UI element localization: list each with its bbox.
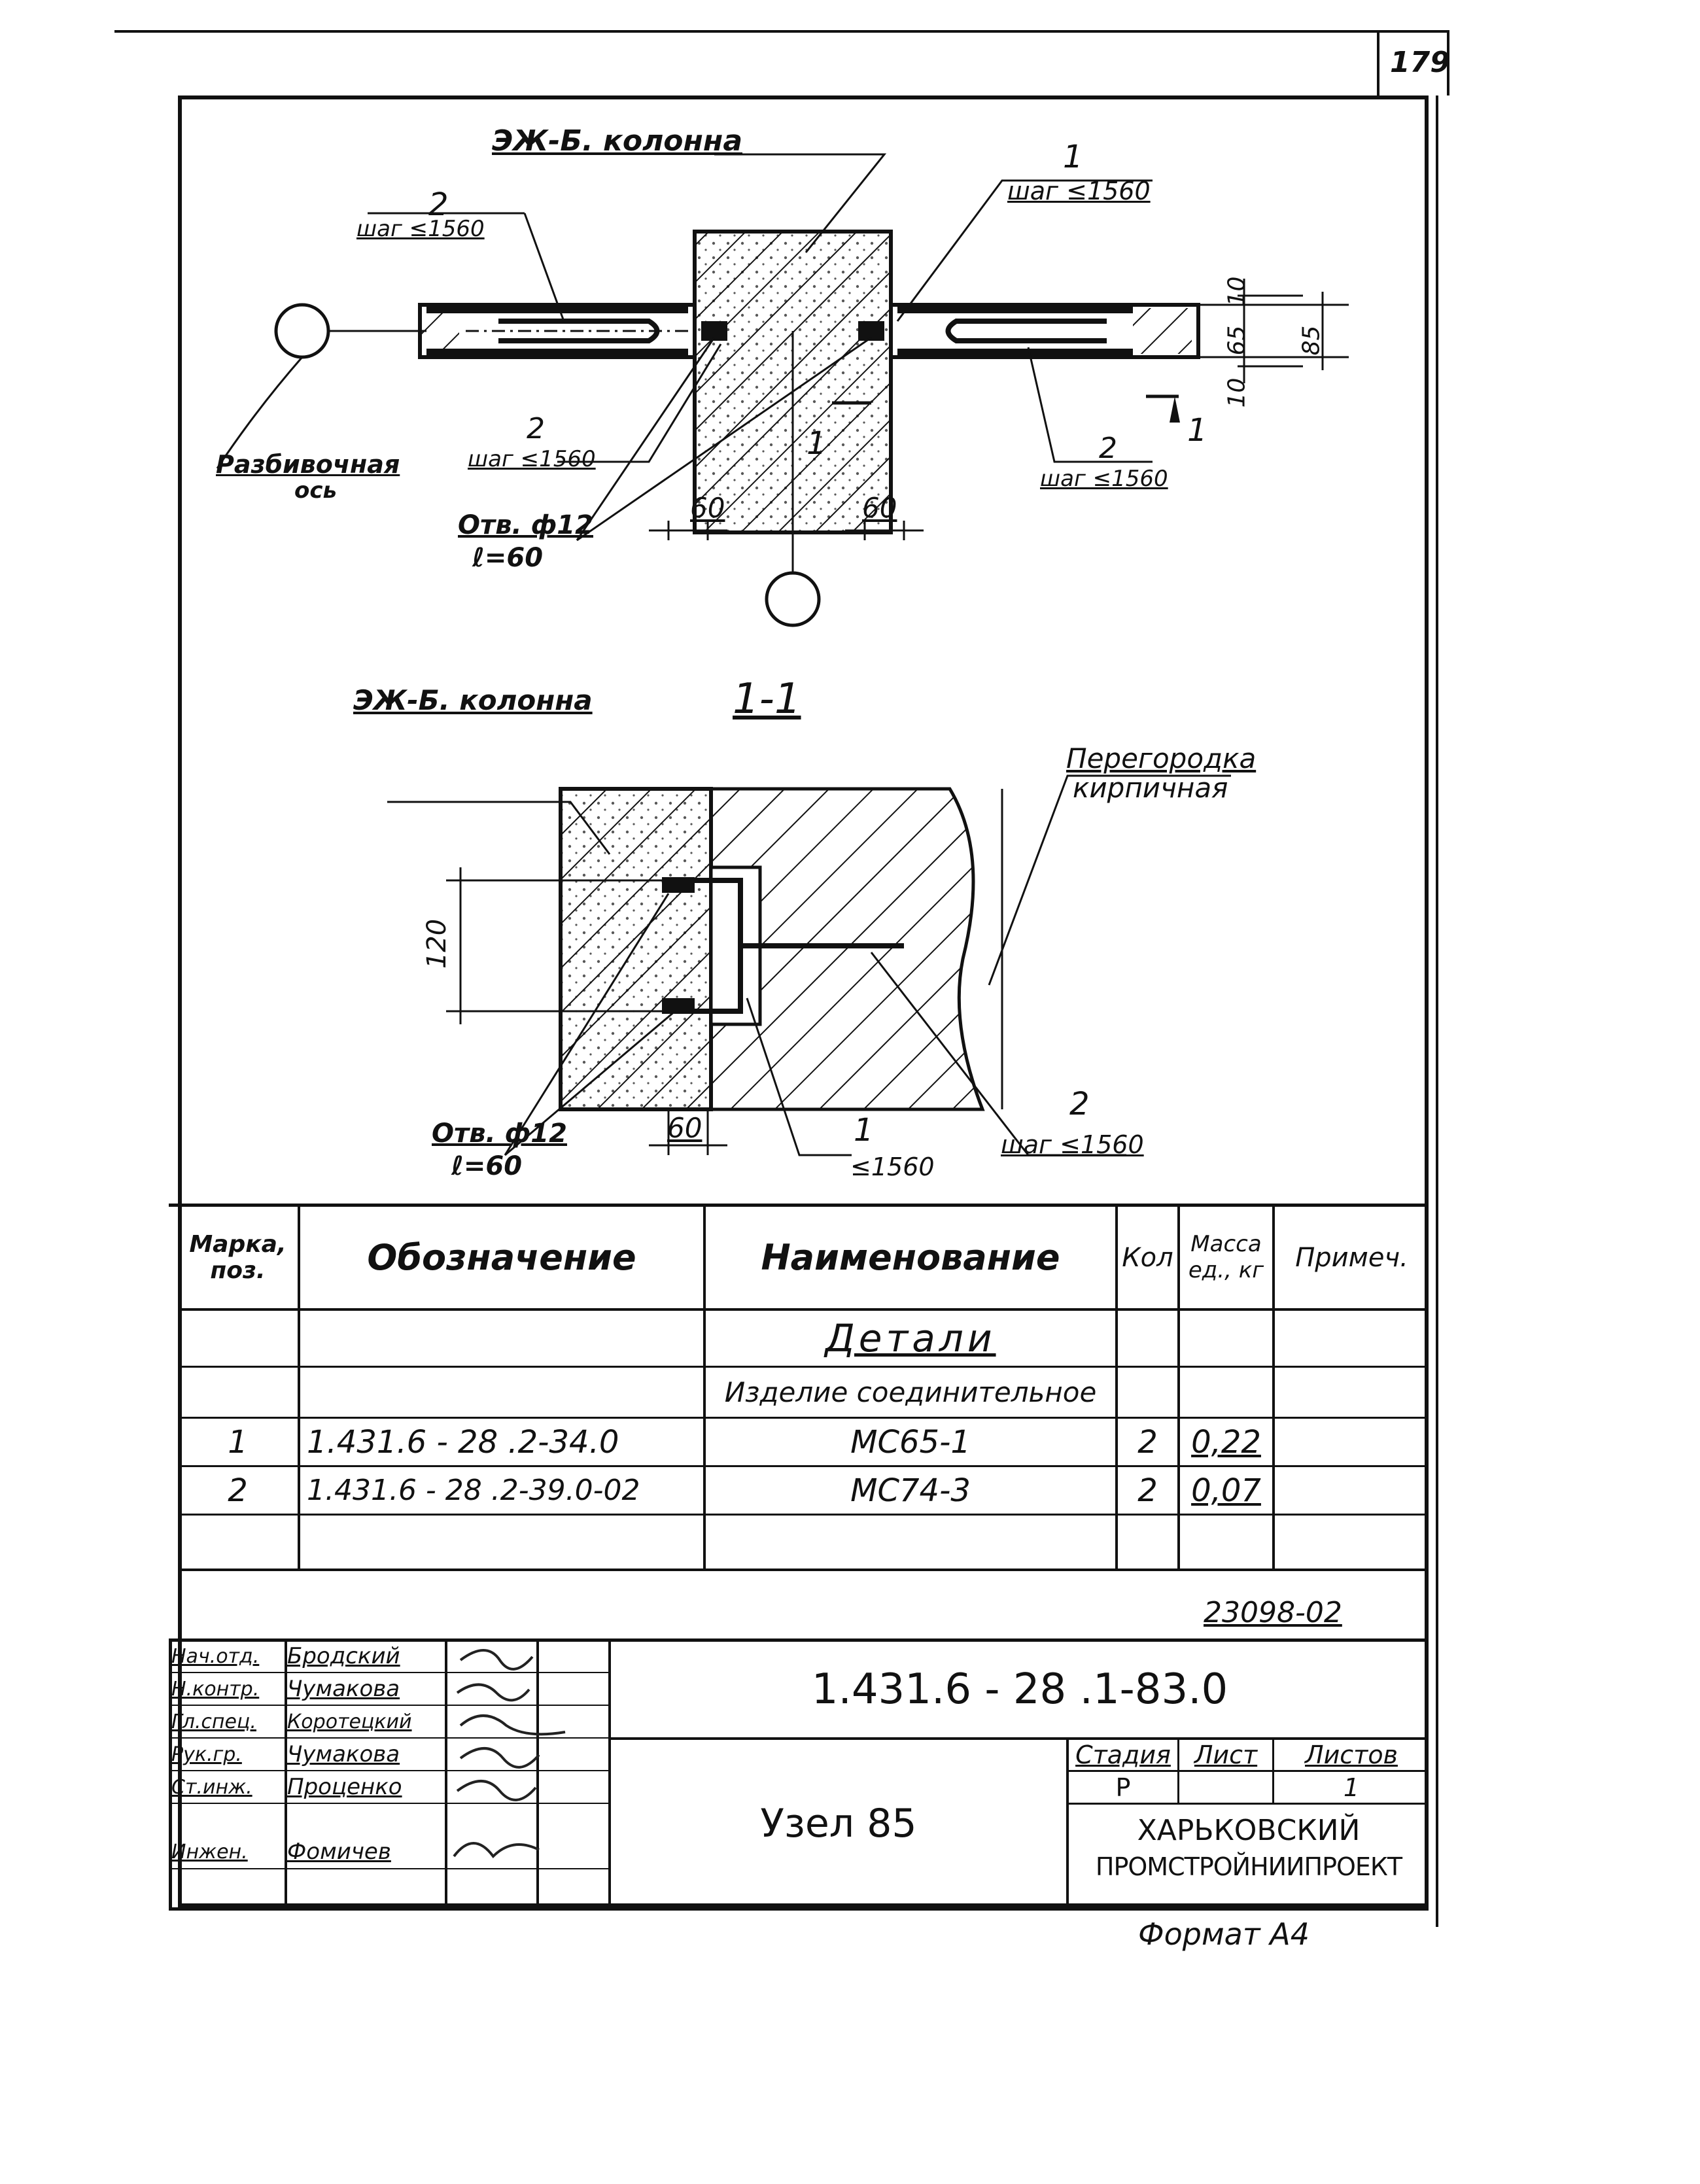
signer-2-name: Чумакова (287, 1676, 400, 1702)
section-hole-label-2: ℓ=60 (451, 1151, 523, 1181)
spec-row-1-mark: 1 (228, 1423, 248, 1461)
signer-6-role: Инжен. (171, 1840, 248, 1863)
sheets-value: 1 (1343, 1773, 1360, 1802)
sheet-format: Формат А4 (1138, 1916, 1310, 1952)
section-callout-2-step: шаг ≤1560 (1001, 1130, 1144, 1159)
spec-row-1-mass: 0,22 (1191, 1423, 1261, 1461)
section-dim-120: 120 (422, 918, 453, 969)
spec-header-mass: Масса ед., кг (1188, 1231, 1264, 1283)
right-outer-line (1436, 95, 1438, 1927)
spec-row-2-mass: 0,07 (1191, 1472, 1261, 1509)
plan-callout-2-step: шаг ≤1560 (356, 216, 485, 242)
section-callout-1-step: ≤1560 (850, 1153, 935, 1181)
section-hole-label-1: Отв. ф12 (432, 1118, 567, 1149)
sheet-number-box-right (1447, 30, 1449, 95)
sheet-number-box-left (1377, 30, 1379, 95)
section-partition-label-1: Перегородка (1066, 742, 1257, 774)
archive-number: 23098-02 (1204, 1596, 1342, 1629)
spec-row-1-name: МС65-1 (850, 1423, 971, 1461)
plan-callout-2b-step: шаг ≤1560 (468, 446, 596, 472)
section-view-drawing (387, 774, 1231, 1156)
section-title: 1-1 (733, 675, 801, 723)
spec-header-mark: Марка, поз. (189, 1230, 286, 1284)
plan-axis-circle-left (274, 303, 330, 359)
signer-3-role: Гл.спец. (171, 1710, 256, 1733)
section-callout-2-pos: 2 (1069, 1086, 1090, 1122)
signer-4-name: Чумакова (287, 1741, 400, 1767)
spec-row-2-mark: 2 (228, 1472, 248, 1509)
plan-hole-label-1: Отв. ф12 (458, 510, 593, 540)
spec-header-designation: Обозначение (367, 1237, 636, 1278)
sheets-header: Листов (1305, 1741, 1398, 1769)
drawing-frame (178, 95, 1429, 1907)
plan-section-mark-b: 1 (1187, 412, 1207, 449)
sheet-header: Лист (1194, 1741, 1258, 1769)
plan-dim-10-bot: 10 (1223, 377, 1251, 408)
plan-callout-1-pos: 1 (1063, 139, 1083, 175)
spec-group-title: Изделие соединительное (724, 1376, 1097, 1408)
signer-5-name: Проценко (287, 1774, 402, 1800)
signer-3-name: Коротецкий (287, 1710, 412, 1733)
sheet-number: 179 (1390, 46, 1450, 79)
plan-column-label: ЭЖ-Б. колонна (492, 124, 743, 158)
section-partition (709, 787, 985, 1111)
spec-header-name: Наименование (761, 1237, 1060, 1278)
signer-1-role: Нач.отд. (171, 1644, 260, 1668)
plan-axis-label-2: ось (294, 477, 338, 504)
plan-axis-circle-bottom (765, 571, 821, 627)
spec-row-2-designation: 1.431.6 - 28 .2-39.0-02 (307, 1474, 640, 1507)
signer-1-name: Бродский (287, 1643, 400, 1669)
section-column-label: ЭЖ-Б. колонна (353, 684, 593, 716)
org-line-2: ПРОМСТРОЙНИИПРОЕКТ (1095, 1852, 1402, 1881)
stage-header: Стадия (1075, 1741, 1171, 1769)
plan-callout-2c-pos: 2 (1099, 432, 1117, 465)
plan-dim-65: 65 (1223, 325, 1251, 356)
title-block-code: 1.431.6 - 28 .1-83.0 (811, 1665, 1228, 1714)
title-block-title: Узел 85 (760, 1801, 917, 1846)
plan-callout-2c-step: шаг ≤1560 (1040, 466, 1168, 492)
spec-section-title: Детали (825, 1316, 996, 1361)
section-dim-60: 60 (667, 1112, 703, 1144)
section-callout-1-pos: 1 (854, 1112, 874, 1149)
stage-value: Р (1115, 1773, 1131, 1802)
plan-dim-10-top: 10 (1223, 276, 1251, 307)
signer-6-name: Фомичев (287, 1839, 391, 1865)
spec-row-1-qty: 2 (1137, 1423, 1158, 1461)
top-border-line (114, 30, 1449, 33)
spec-row-2-note (1275, 1467, 1429, 1514)
plan-callout-2b-pos: 2 (527, 412, 545, 445)
signer-5-role: Ст.инж. (171, 1775, 252, 1799)
spec-row-1-designation: 1.431.6 - 28 .2-34.0 (307, 1423, 619, 1461)
plan-dim-85: 85 (1298, 325, 1325, 356)
plan-dim-left: 60 (690, 492, 725, 524)
spec-header-note: Примеч. (1295, 1242, 1408, 1273)
signer-4-role: Рук.гр. (171, 1742, 242, 1766)
spec-row-1-note (1275, 1419, 1429, 1465)
plan-section-mark: 1 (807, 425, 827, 462)
plan-callout-2-pos: 2 (428, 186, 449, 223)
org-line-1: ХАРЬКОВСКИЙ (1137, 1813, 1361, 1847)
spec-row-2-qty: 2 (1137, 1472, 1158, 1509)
spec-row-2-name: МС74-3 (850, 1472, 971, 1509)
spec-header-qty: Кол (1122, 1242, 1173, 1273)
signatures (453, 1649, 566, 1859)
plan-dim-right: 60 (862, 492, 897, 524)
plan-callout-1-step: шаг ≤1560 (1007, 177, 1151, 205)
signer-2-role: Н.контр. (171, 1677, 260, 1701)
section-partition-label-2: кирпичная (1073, 772, 1228, 804)
plan-axis-label-1: Разбивочная (216, 450, 400, 479)
plan-hole-label-2: ℓ=60 (472, 543, 544, 573)
sheet-value (1179, 1772, 1272, 1803)
plan-view-drawing (216, 153, 1349, 627)
